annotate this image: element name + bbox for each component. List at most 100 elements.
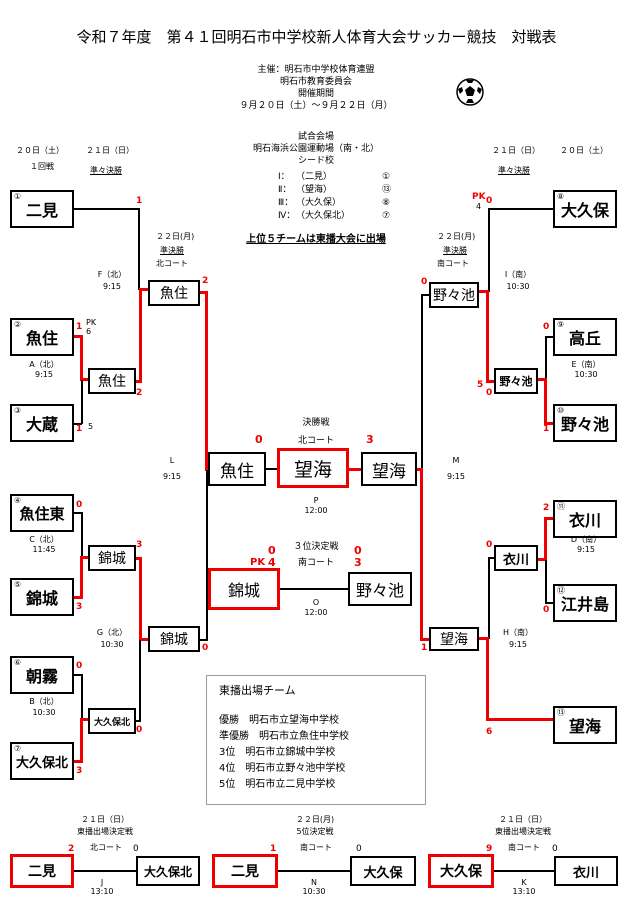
seed-name: （二見） [296,172,333,182]
qf-label-left: 準々決勝 [90,166,122,175]
match-time: 13:10 [512,887,536,896]
match-code-l: L [169,456,175,465]
bottom-court: 南コート [300,843,332,852]
match-code-d: D（南） [570,535,602,544]
score: 1 [421,643,428,653]
final-right-box: 望海 [361,452,417,486]
day-21-left: ２１日（日） [86,146,134,155]
fourth-place-box: 野々池 [348,572,412,606]
pk-label: PK [472,192,486,202]
score: 2 [543,503,550,513]
day-21-right: ２１日（日） [492,146,540,155]
score: 4 [476,202,482,211]
sf-court-right: 南コート [437,259,469,268]
score: 9 [486,844,493,854]
qf-winner-box: 衣川 [494,545,538,571]
qf-winner-box: 魚住 [88,368,136,394]
soccer-ball-icon [456,78,484,106]
score: 0 [552,844,558,854]
sf-winner-box: 魚住 [148,280,200,306]
score: 6 [86,327,92,336]
match-time-h: 9:15 [509,640,527,649]
seed-name: （大久保北） [296,211,351,221]
day-20-left: ２０日（土） [16,146,64,155]
seed-num: Ⅰ： [278,172,290,182]
match-code-o: O [312,598,320,607]
day-22-right: ２２日(月) [437,232,476,241]
qf-label-right: 準々決勝 [498,166,530,175]
bottom-loser-box: 大久保北 [136,856,200,886]
page-title: 令和７年度 第４１回明石市中学校新人体育大会サッカー競技 対戦表 [76,28,557,46]
bottom-label: 東播出場決定戦 [495,827,551,836]
score: 0 [486,196,493,206]
day-20-right: ２０日（土） [560,146,608,155]
match-code: J [100,878,104,887]
match-code-b: B（北） [29,697,59,706]
venue-place: 明石海浜公園運動場（南・北） [252,144,379,154]
day-22-left: ２２日(月) [156,232,195,241]
score: 0 [202,643,209,653]
seed-mark: ⑦ [382,211,391,221]
organizer-2: 明石市教育委員会 [279,77,352,87]
seed-label: シード校 [297,156,334,166]
period-label: 開催期間 [297,89,334,99]
score: 0 [76,661,83,671]
match-code-i: I（南） [504,270,532,279]
bottom-winner-box: 大久保 [428,854,494,888]
match-time-c: 11:45 [32,545,56,554]
sf-court-left: 北コート [156,259,188,268]
seed-num: Ⅱ： [278,185,292,195]
score: 0 [486,388,493,398]
score: 0 [486,540,493,550]
third-pk-left: 4 [268,556,276,569]
venue-label: 試合会場 [297,132,334,142]
bottom-loser-box: 大久保 [350,856,416,886]
top5-note: 上位５チームは東播大会に出場 [246,234,386,245]
final-score-left: 0 [255,433,263,446]
score: 1 [76,424,83,434]
third-court: 南コート [297,558,334,568]
score: 1 [76,322,83,332]
seed-mark: ⑬ [382,185,392,195]
score: 1 [136,196,143,206]
bottom-day: ２１日（日） [499,815,547,824]
match-code-f: F（北） [97,270,127,279]
seed-name: （大久保） [296,198,342,208]
qf-winner-box: 錦城 [88,545,136,571]
score: 0 [543,605,550,615]
organizer: 主催：明石市中学校体育連盟 [257,65,375,75]
score: 2 [202,276,209,286]
match-code-e: E（南） [571,360,601,369]
third-score-right: 0 [354,544,362,557]
round1-left: １回戦 [30,162,54,171]
score: 6 [486,727,493,737]
score: 0 [421,277,428,287]
sf-winner-box: 望海 [429,627,479,651]
score: 0 [133,844,139,854]
third-pk-right: 3 [354,556,362,569]
score: 2 [68,844,75,854]
legend-line: 5位 明石市立二見中学校 [219,779,336,790]
score: 3 [136,540,143,550]
final-court: 北コート [297,436,334,446]
qf-winner-box: 大久保北 [88,708,136,734]
bottom-loser-box: 衣川 [554,856,618,886]
match-time-i: 10:30 [506,282,530,291]
match-time: 13:10 [90,887,114,896]
third-place-box: 錦城 [208,568,280,610]
score: 3 [76,602,83,612]
bottom-day: ２２日(月) [295,815,335,824]
score: 0 [76,500,83,510]
match-code-m: M [452,456,460,465]
period: ９月２０日（土）～９月２２日（月） [239,101,393,111]
champion-box: 望海 [277,448,349,488]
